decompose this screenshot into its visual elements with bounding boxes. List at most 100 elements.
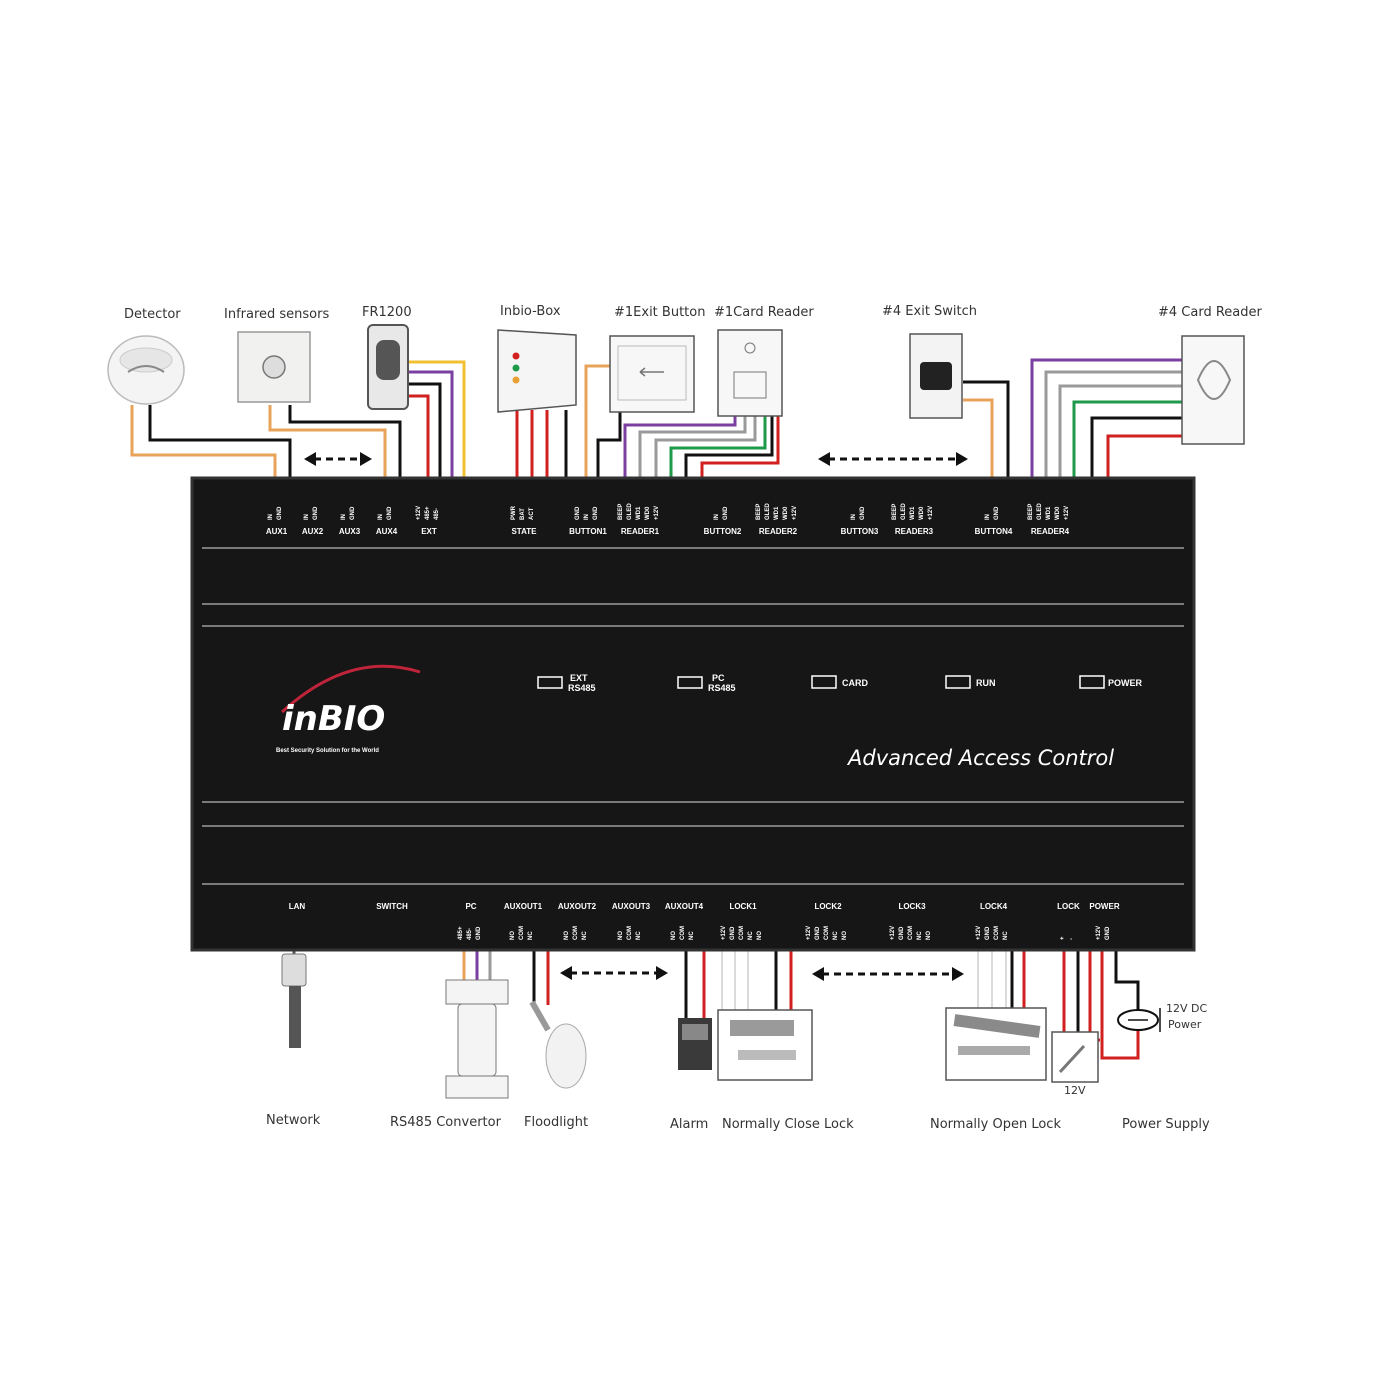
label-inbio-box: Inbio-Box xyxy=(500,304,561,319)
pin-label: +12V xyxy=(1064,506,1070,520)
pin-label: COM xyxy=(739,926,745,940)
pin-label: GND xyxy=(593,506,599,520)
label-rs485: RS485 Convertor xyxy=(390,1115,502,1130)
pin-label: NO xyxy=(926,931,932,940)
pin-label: IN xyxy=(851,514,857,520)
port-label: AUX1 xyxy=(266,527,288,536)
adapter-plug-icon xyxy=(1058,1044,1086,1074)
port-label: STATE xyxy=(511,527,537,536)
exit-button-1-device xyxy=(609,335,695,413)
arrow-head-icon xyxy=(304,452,316,466)
detector-icon-top xyxy=(119,347,173,373)
port-label: LOCK3 xyxy=(898,902,926,911)
wire-reader1-gray xyxy=(638,416,747,480)
pin-label: +12V xyxy=(416,506,422,520)
fr1200-device xyxy=(367,324,409,410)
led-indicator xyxy=(811,675,837,689)
label-detector: Detector xyxy=(124,307,181,322)
wire-infrared-black xyxy=(288,405,402,480)
port-label: LOCK xyxy=(1057,902,1080,911)
pin-label: GND xyxy=(277,506,283,520)
arrow-head-icon xyxy=(956,452,968,466)
pin-label: COM xyxy=(680,926,686,940)
label-infrared: Infrared sensors xyxy=(224,307,329,322)
pin-label: BEEP xyxy=(618,504,624,520)
port-label: LOCK4 xyxy=(980,902,1008,911)
port-label: LOCK2 xyxy=(814,902,842,911)
pin-label: COM xyxy=(824,926,830,940)
label-alarm: Alarm xyxy=(670,1117,708,1132)
terminal-lan: LAN xyxy=(289,902,306,911)
strike-plate-icon xyxy=(738,1050,796,1060)
label-dc-power-1: 12V DC xyxy=(1166,1002,1207,1015)
pin-label: BEEP xyxy=(1028,504,1034,520)
pin-label: IN xyxy=(304,514,310,520)
detector-icon-vent xyxy=(127,365,165,373)
fingerprint-sensor-icon xyxy=(376,340,400,380)
pin-label: WD1 xyxy=(774,506,780,520)
port-label: LOCK1 xyxy=(729,902,757,911)
pin-label: BAT xyxy=(520,508,526,520)
port-label: READER1 xyxy=(621,527,660,536)
wire-fr1200-purple xyxy=(408,370,454,480)
pin-label: BEEP xyxy=(756,504,762,520)
wire-reader1-green xyxy=(669,416,767,480)
pin-label: ACT xyxy=(529,507,535,520)
floodlight-icon xyxy=(545,1023,587,1089)
pin-label: GLED xyxy=(1037,503,1043,520)
pin-label: NC xyxy=(582,931,588,940)
wire-reader4-gray xyxy=(1044,370,1182,480)
key-icon xyxy=(639,367,664,377)
label-no-lock: Normally Open Lock xyxy=(930,1117,1061,1132)
port-label: BUTTON4 xyxy=(975,527,1013,536)
pin-label: COM xyxy=(908,926,914,940)
exit-switch-4-device xyxy=(909,333,963,419)
pin-label: 485+ xyxy=(425,506,431,520)
led-run: RUN xyxy=(945,675,996,689)
reader-4-emblem-icon xyxy=(1196,360,1232,400)
pin-label: WD1 xyxy=(636,506,642,520)
led-pc-rs485: PC RS485 xyxy=(677,673,736,693)
exit-button-icon xyxy=(609,335,695,413)
status-led-red-icon xyxy=(512,352,520,360)
pin-label: +12V xyxy=(976,926,982,940)
pin-label: - xyxy=(1069,938,1075,940)
pin-label: NC xyxy=(689,931,695,940)
label-power-supply: Power Supply xyxy=(1122,1117,1210,1132)
port-label: BUTTON2 xyxy=(704,527,742,536)
network-cable-icon xyxy=(289,986,301,1048)
wire-detector-black xyxy=(148,405,292,480)
pin-label: 485- xyxy=(467,928,473,940)
floodlight-arm-icon xyxy=(529,1000,551,1032)
led-card: CARD xyxy=(811,675,868,689)
port-label: AUXOUT1 xyxy=(504,902,543,911)
card-reader-icon xyxy=(717,329,783,417)
status-led-orange-icon xyxy=(512,376,520,384)
terminal-lock: +- LOCK xyxy=(1057,902,1080,940)
nc-lock-device xyxy=(717,1009,813,1081)
wire-exit4-orange xyxy=(963,398,994,480)
pin-label: COM xyxy=(573,926,579,940)
pin-label: NO xyxy=(564,931,570,940)
pin-label: +12V xyxy=(890,926,896,940)
pin-label: NC xyxy=(1003,931,1009,940)
pin-label: NC xyxy=(528,931,534,940)
pin-label: IN xyxy=(714,514,720,520)
brand-tagline: Best Security Solution for the World xyxy=(276,748,379,754)
detector-device xyxy=(107,335,185,405)
port-label: READER2 xyxy=(759,527,798,536)
top-wires xyxy=(130,358,1182,480)
led-power: POWER xyxy=(1079,675,1143,689)
arrow-head-icon xyxy=(560,966,572,980)
led-indicator xyxy=(537,676,563,689)
wire-reader4-green xyxy=(1072,400,1182,480)
reader-card-icon xyxy=(733,371,767,399)
pin-label: + xyxy=(1060,936,1066,940)
